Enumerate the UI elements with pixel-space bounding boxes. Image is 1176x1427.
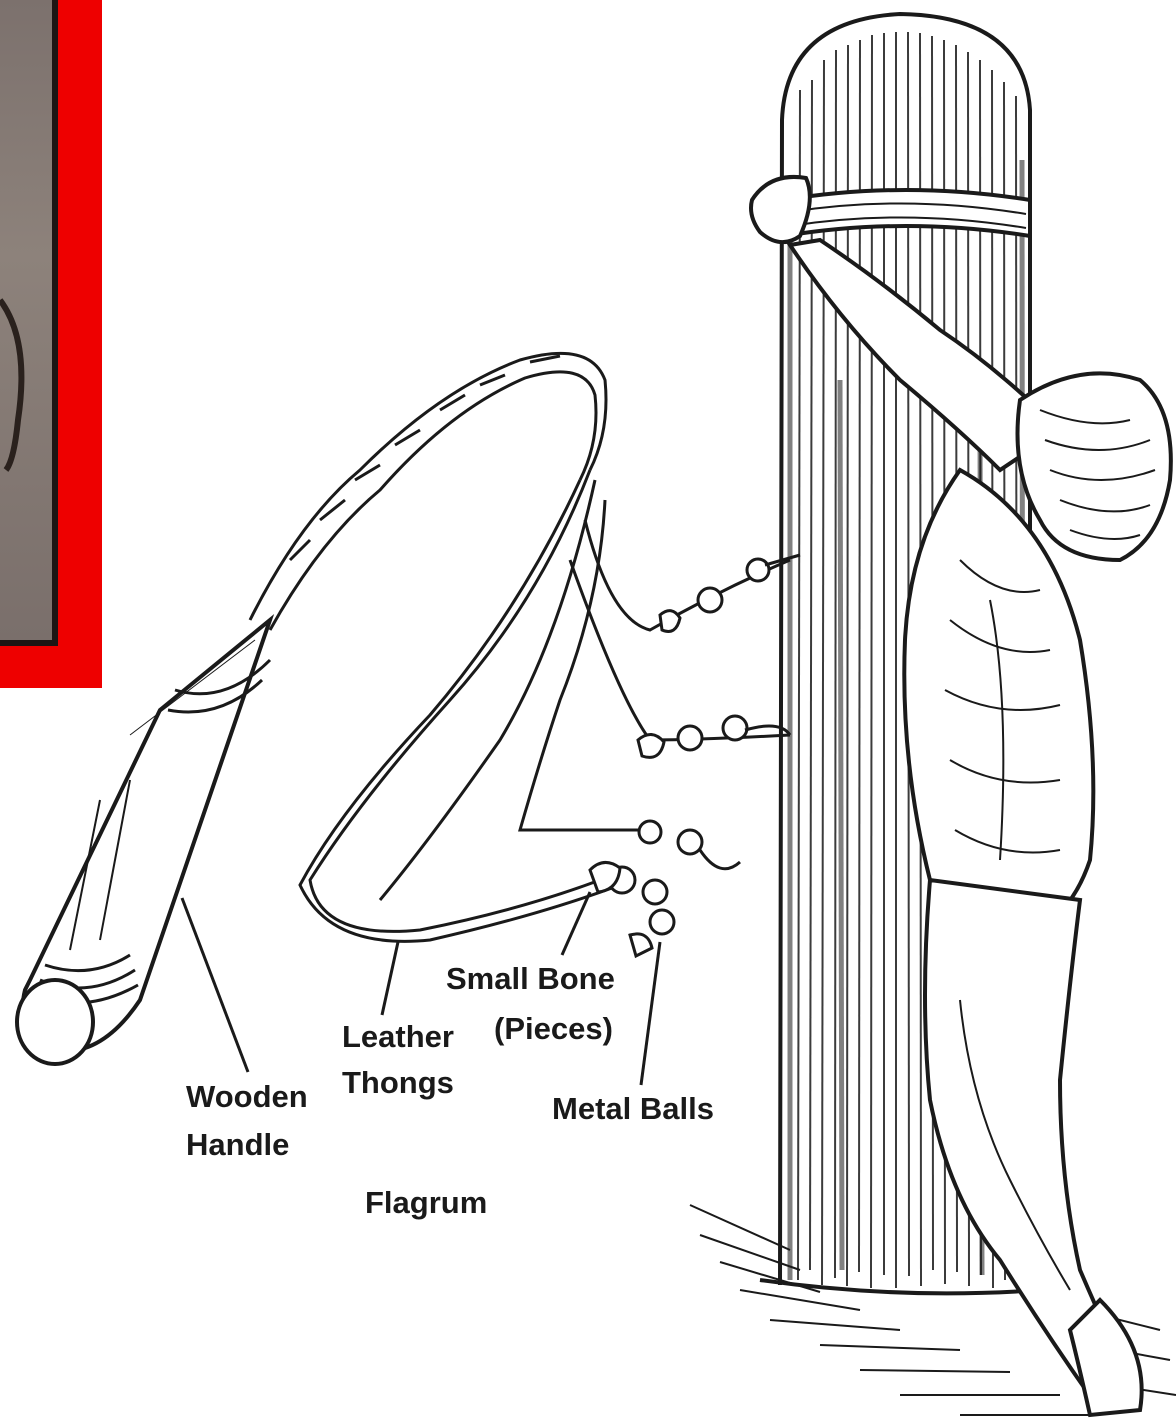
label-metal-balls: Metal Balls [552, 1090, 714, 1127]
caption-flagrum: Flagrum [365, 1184, 487, 1221]
label-wooden-handle-line1: Wooden [186, 1078, 308, 1115]
label-leather-thongs-line2: Thongs [342, 1064, 454, 1101]
label-small-bone-line2: (Pieces) [494, 1010, 613, 1047]
leader-line-wooden-handle [182, 898, 248, 1072]
bone-pieces [590, 611, 680, 956]
braided-lash [250, 353, 606, 630]
leader-line-leather-thongs [382, 942, 398, 1015]
flagrum-whip [17, 353, 800, 1064]
label-wooden-handle-line2: Handle [186, 1126, 289, 1163]
label-leather-thongs-line1: Leather [342, 1018, 454, 1055]
leather-thongs [300, 470, 790, 941]
leader-line-metal-balls [641, 942, 660, 1085]
label-small-bone-line1: Small Bone [446, 960, 615, 997]
wooden-handle [17, 620, 270, 1064]
metal-balls [609, 559, 769, 934]
